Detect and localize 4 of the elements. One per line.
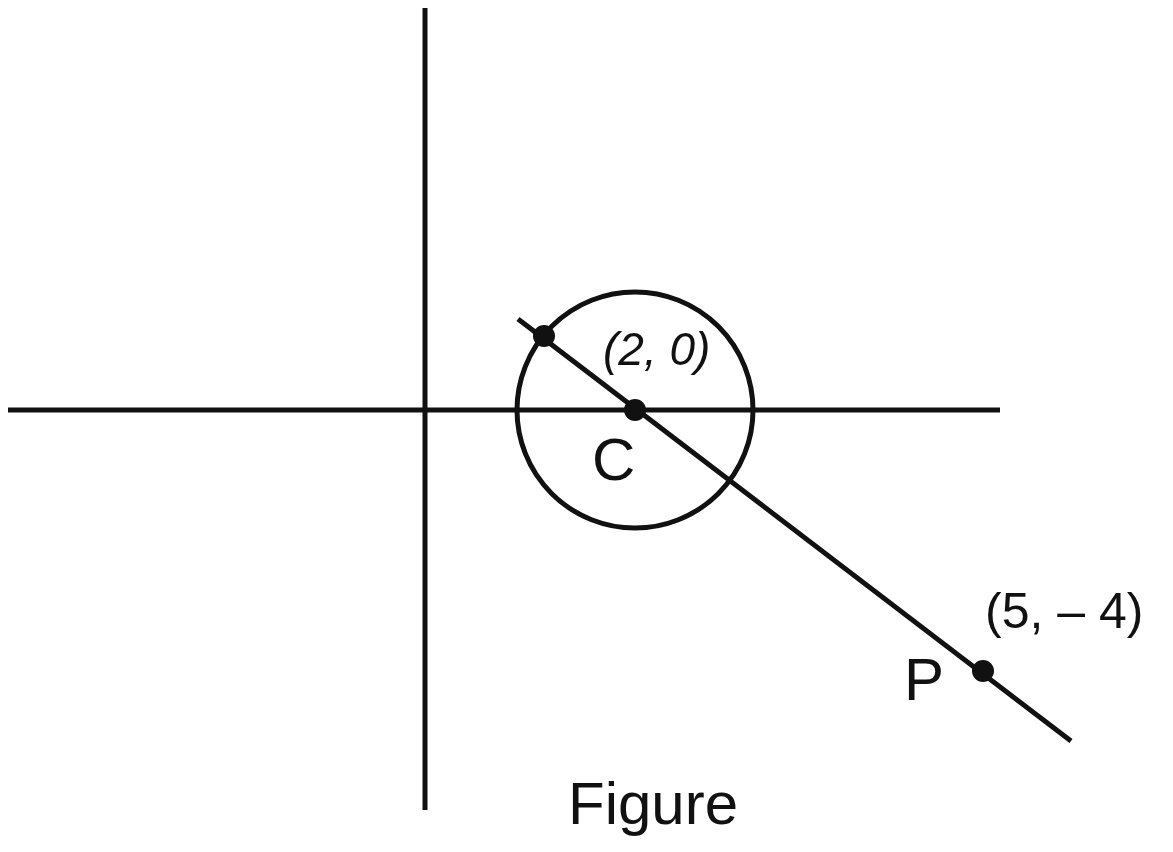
figure-caption: Figure bbox=[568, 774, 739, 834]
coordinate-label: (5, – 4) bbox=[985, 586, 1144, 636]
point-label: C bbox=[592, 430, 636, 490]
point-label: P bbox=[904, 650, 945, 710]
